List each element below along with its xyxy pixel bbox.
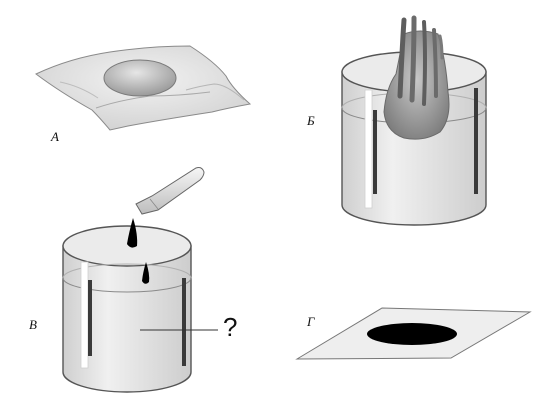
panel-g-label: Г [307, 314, 315, 329]
panel-v-label: В [29, 317, 37, 332]
dark-strip-right [182, 278, 186, 366]
dome-blob [103, 59, 177, 97]
panel-b-label: Б [307, 113, 315, 128]
dark-strip-left [373, 110, 377, 194]
panel-a-label: А [51, 129, 59, 144]
drop-icon [127, 218, 138, 248]
hanging-blob [383, 30, 450, 140]
question-mark: ? [223, 312, 238, 342]
pipette-icon [135, 167, 205, 215]
panel-g-sheet [295, 307, 532, 360]
drop-in-water [142, 262, 150, 284]
dark-strip-left [88, 280, 92, 356]
panel-a-sheet [35, 45, 252, 131]
dark-strip-right [474, 88, 478, 194]
white-strip [364, 89, 373, 209]
black-oval [367, 323, 457, 345]
panel-v-jar [62, 167, 218, 393]
white-strip [80, 261, 89, 369]
panel-b-jar [341, 15, 487, 226]
